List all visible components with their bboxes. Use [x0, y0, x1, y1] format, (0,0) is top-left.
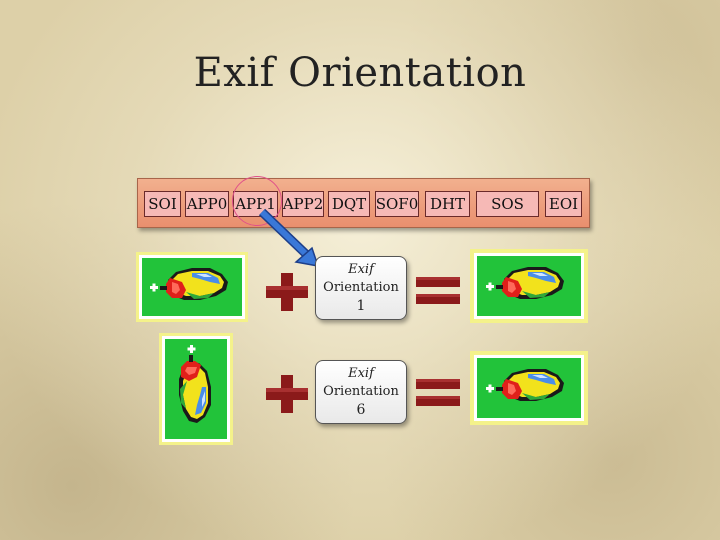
plus-icon [266, 273, 308, 311]
label-line-exif: Exif [348, 366, 374, 381]
segment-eoi: EOI [545, 191, 582, 217]
jpeg-segment-strip: SOI APP0 APP1 APP2 DQT SOF0 DHT SOS EOI [137, 178, 590, 228]
label-line-exif: Exif [348, 262, 374, 277]
result-image-orientation-1 [470, 249, 588, 323]
segment-dqt: DQT [328, 191, 370, 217]
exif-orientation-1-label: Exif Orientation 1 [315, 256, 407, 320]
equals-icon-2 [416, 379, 460, 406]
label-line-orientation: Orientation [323, 280, 399, 295]
source-image-orientation-1 [136, 252, 248, 322]
slide-title: Exif Orientation [193, 50, 527, 96]
app1-highlight-circle [232, 176, 282, 226]
equals-icon [416, 277, 460, 304]
segment-app2: APP2 [282, 191, 324, 217]
segment-dht: DHT [425, 191, 470, 217]
segment-sos: SOS [476, 191, 539, 217]
label-value: 1 [356, 298, 366, 314]
result-image-orientation-6 [470, 351, 588, 425]
plus-icon-2 [266, 375, 308, 413]
segment-sof0: SOF0 [375, 191, 419, 217]
label-line-orientation: Orientation [323, 384, 399, 399]
segment-soi: SOI [144, 191, 181, 217]
label-value: 6 [356, 402, 366, 418]
exif-orientation-6-label: Exif Orientation 6 [315, 360, 407, 424]
source-image-orientation-6 [159, 333, 233, 445]
segment-app0: APP0 [185, 191, 229, 217]
